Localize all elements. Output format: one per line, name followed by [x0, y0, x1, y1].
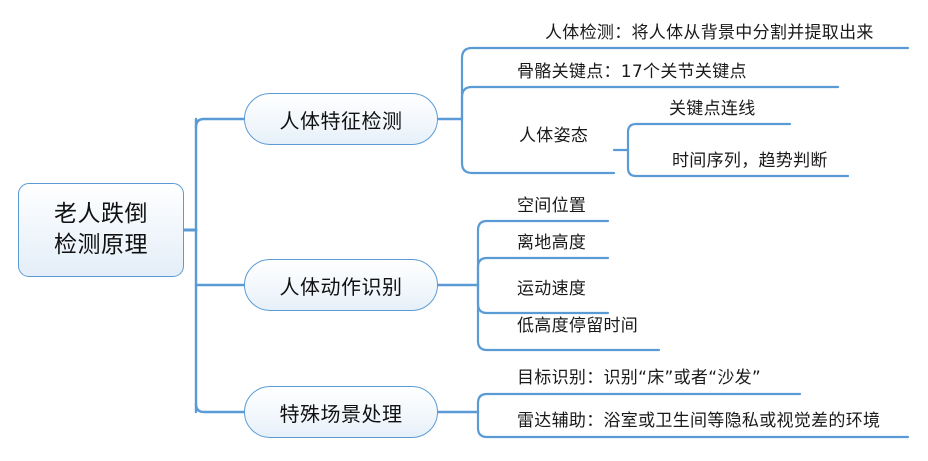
leaf-text-skeleton-keypoints: 骨骼关键点：17个关节关键点: [517, 62, 747, 82]
leaf-motion-speed[interactable]: 运动速度: [517, 279, 586, 300]
leaf-spatial-position[interactable]: 空间位置: [517, 196, 586, 217]
leaf-text-body-detect: 人体检测：将人体从背景中分割并提取出来: [545, 23, 874, 43]
branch-node-feature-detection[interactable]: 人体特征检测: [244, 93, 438, 145]
leaf-skeleton-keypoints[interactable]: 骨骼关键点：17个关节关键点: [517, 62, 747, 83]
branch-node-special-scenes[interactable]: 特殊场景处理: [244, 386, 438, 438]
root-title-line-1: 老人跌倒: [54, 201, 148, 228]
leaf-text-spatial-position: 空间位置: [517, 196, 587, 216]
branch-label-action-recognition: 人体动作识别: [279, 274, 403, 299]
leaf-time-series[interactable]: 时间序列，趋势判断: [672, 151, 828, 172]
leaf-radar-assist[interactable]: 雷达辅助：浴室或卫生间等隐私或视觉差的环境: [517, 411, 880, 432]
branch-node-action-recognition[interactable]: 人体动作识别: [244, 259, 438, 311]
leaf-low-height-dwell[interactable]: 低高度停留时间: [517, 316, 638, 337]
leaf-body-detect[interactable]: 人体检测：将人体从背景中分割并提取出来: [545, 23, 874, 44]
leaf-text-time-series: 时间序列，趋势判断: [672, 151, 828, 171]
leaf-text-keypoint-link: 关键点连线: [669, 99, 756, 119]
root-node[interactable]: 老人跌倒 检测原理: [18, 183, 184, 277]
leaf-body-pose[interactable]: 人体姿态: [519, 126, 588, 147]
connector-spine-to-branch-3: [194, 402, 246, 414]
connector-spine-to-branch-1: [194, 117, 246, 129]
leaf-text-low-height-dwell: 低高度停留时间: [517, 316, 639, 336]
leaf-text-ground-height: 离地高度: [517, 233, 587, 253]
leaf-object-recognition[interactable]: 目标识别：识别“床”或者“沙发”: [517, 368, 761, 389]
root-title-line-2: 检测原理: [54, 232, 148, 258]
leaf-text-object-recognition: 目标识别：识别“床”或者“沙发”: [517, 368, 762, 388]
connector-branch1-leaf-2: [460, 85, 840, 121]
leaf-text-body-pose: 人体姿态: [519, 126, 589, 146]
branch-label-special-scenes: 特殊场景处理: [279, 401, 403, 426]
connector-branch3-leaf-1: [476, 392, 802, 414]
leaf-keypoint-link[interactable]: 关键点连线: [669, 99, 756, 120]
leaf-text-radar-assist: 雷达辅助：浴室或卫生间等隐私或视觉差的环境: [517, 411, 881, 431]
leaf-text-motion-speed: 运动速度: [517, 279, 587, 299]
leaf-ground-height[interactable]: 离地高度: [517, 233, 586, 254]
branch-label-feature-detection: 人体特征检测: [279, 108, 403, 133]
connector-pose-child-1: [626, 122, 792, 152]
